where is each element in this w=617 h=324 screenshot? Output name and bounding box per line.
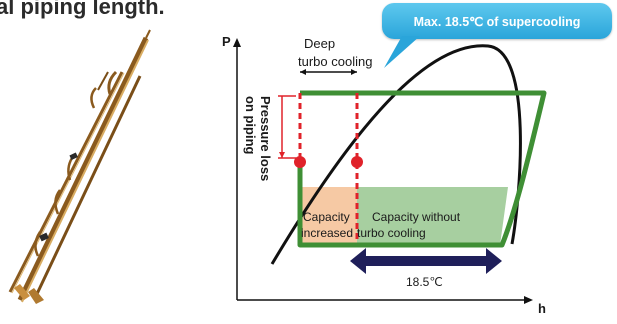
supercooling-delta-label: 18.5℃: [406, 275, 443, 289]
saturation-curve: [270, 44, 522, 265]
capacity-without-area: [357, 187, 508, 245]
deep-turbo-bracket: [300, 69, 357, 75]
pressure-loss-bracket: [278, 95, 296, 159]
turbo-cooling-point: [351, 156, 363, 168]
deep-turbo-label-line2: turbo cooling: [298, 54, 372, 69]
capacity-without-label-line1: Capacity without: [372, 210, 461, 224]
capacity-increased-label-line2: increased: [301, 226, 353, 240]
pressure-loss-label-line1: Pressure loss: [258, 96, 273, 181]
deep-turbo-label-line1: Deep: [304, 36, 335, 51]
callout-pointer: [384, 36, 420, 68]
supercooling-callout: Max. 18.5℃ of supercooling: [382, 3, 612, 39]
refrigeration-cycle: [297, 90, 547, 248]
capacity-without-label-line2: turbo cooling: [357, 226, 426, 240]
supercooling-arrow: [350, 248, 502, 274]
piping-illustration: [8, 29, 151, 304]
h-axis-label: h: [538, 301, 546, 316]
page-heading: al piping length.: [0, 0, 165, 19]
diagram-axes: [233, 38, 533, 304]
p-axis-label: P: [222, 34, 231, 49]
pressure-loss-label-line2: on piping: [243, 96, 258, 155]
capacity-increased-area: [300, 187, 357, 245]
pressure-loss-point: [294, 156, 306, 168]
capacity-increased-label-line1: Capacity: [303, 210, 350, 224]
